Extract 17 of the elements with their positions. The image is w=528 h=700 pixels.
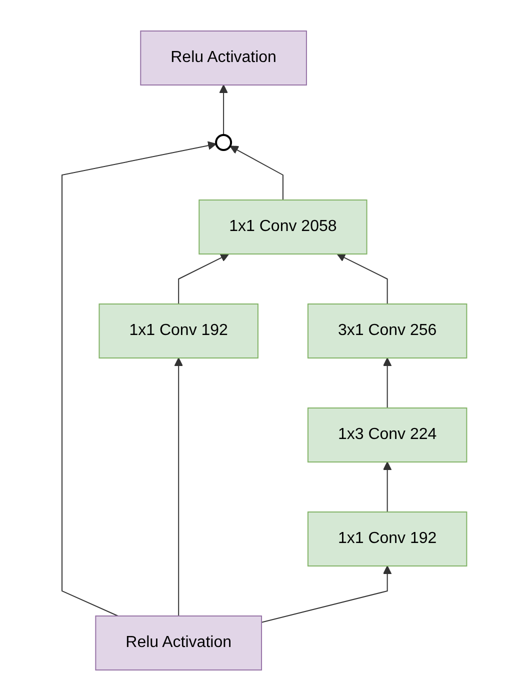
node-box: Relu Activation <box>140 30 307 85</box>
arrow <box>218 84 228 135</box>
node-circle <box>214 134 232 150</box>
arrow <box>61 140 216 616</box>
arrow <box>260 565 392 622</box>
node-box: 1x1 Conv 192 <box>307 511 467 566</box>
node-box: 1x1 Conv 192 <box>98 303 258 358</box>
arrow <box>382 357 392 408</box>
node-box: 3x1 Conv 256 <box>307 303 467 358</box>
node-box: Relu Activation <box>94 614 262 670</box>
arrow <box>174 357 183 616</box>
node-box: 1x1 Conv 2058 <box>198 199 367 254</box>
arrow <box>229 145 284 200</box>
arrow <box>178 253 229 304</box>
node-box: 1x3 Conv 224 <box>307 407 467 462</box>
arrow <box>336 253 388 304</box>
arrow <box>382 461 392 512</box>
